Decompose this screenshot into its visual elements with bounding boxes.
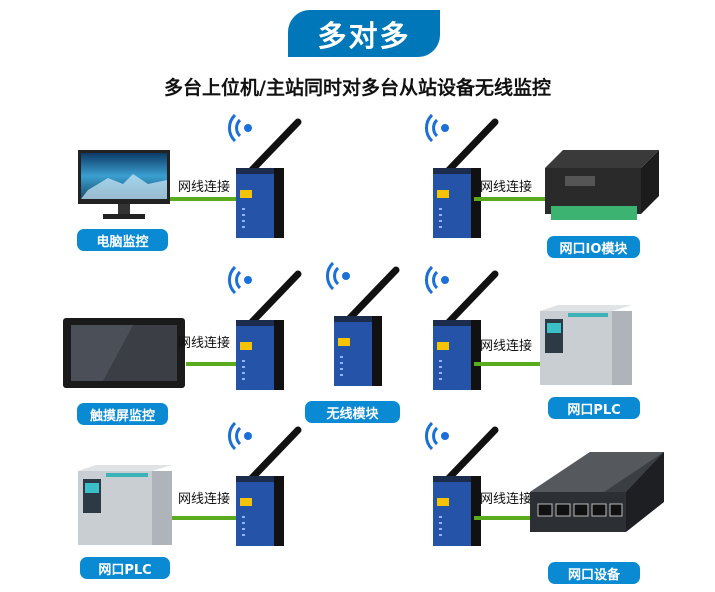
io-module-label: 网口IO模块 <box>547 236 640 258</box>
monitor-icon <box>78 150 170 219</box>
ethernet-cable <box>474 197 546 201</box>
wireless-module-graphic <box>228 113 302 238</box>
connection-label: 网线连接 <box>480 339 533 354</box>
pc-monitor-label: 电脑监控 <box>77 229 168 251</box>
wireless-module-icon <box>419 262 499 392</box>
wireless-module-graphic <box>425 265 499 390</box>
wireless-module-icon <box>419 418 499 548</box>
plc-left-label: 网口PLC <box>80 557 170 579</box>
wifi-icon <box>228 265 252 295</box>
wifi-icon <box>228 421 252 451</box>
io-module-icon <box>545 150 659 220</box>
wireless-module-graphic <box>425 113 499 238</box>
wireless-module-graphic <box>425 421 499 546</box>
wifi-icon <box>326 261 350 291</box>
ethernet-cable <box>172 516 236 520</box>
wifi-icon <box>425 265 449 295</box>
wireless-module-icon <box>320 258 400 388</box>
plc-icon <box>540 305 632 385</box>
wifi-icon <box>425 421 449 451</box>
connection-label: 网线连接 <box>178 492 231 507</box>
ethernet-cable <box>170 197 236 201</box>
connection-label: 网线连接 <box>480 492 533 507</box>
wireless-module-icon <box>222 262 302 392</box>
ethernet-cable <box>474 362 542 366</box>
subtitle: 多台上位机/主站同时对多台从站设备无线监控 <box>164 77 551 99</box>
network-switch-icon <box>530 452 664 532</box>
wireless-module-icon <box>222 418 302 548</box>
connection-label: 网线连接 <box>480 180 533 195</box>
touchscreen-icon <box>63 318 185 388</box>
connection-label: 网线连接 <box>178 180 231 195</box>
wireless-module-graphic <box>326 261 400 386</box>
ethernet-cable <box>186 362 236 366</box>
wireless-module-label: 无线模块 <box>305 401 400 423</box>
wireless-module-icon <box>222 110 302 240</box>
ethernet-cable <box>474 516 536 520</box>
wifi-icon <box>425 113 449 143</box>
network-device-label: 网口设备 <box>548 562 640 584</box>
plc-right-label: 网口PLC <box>548 397 640 419</box>
wireless-module-graphic <box>228 421 302 546</box>
touchscreen-label: 触摸屏监控 <box>77 403 168 425</box>
title-badge: 多对多 <box>288 10 440 57</box>
plc-icon <box>78 465 172 545</box>
wifi-icon <box>228 113 252 143</box>
connection-label: 网线连接 <box>178 336 231 351</box>
wireless-module-graphic <box>228 265 302 390</box>
wireless-module-icon <box>419 110 499 240</box>
